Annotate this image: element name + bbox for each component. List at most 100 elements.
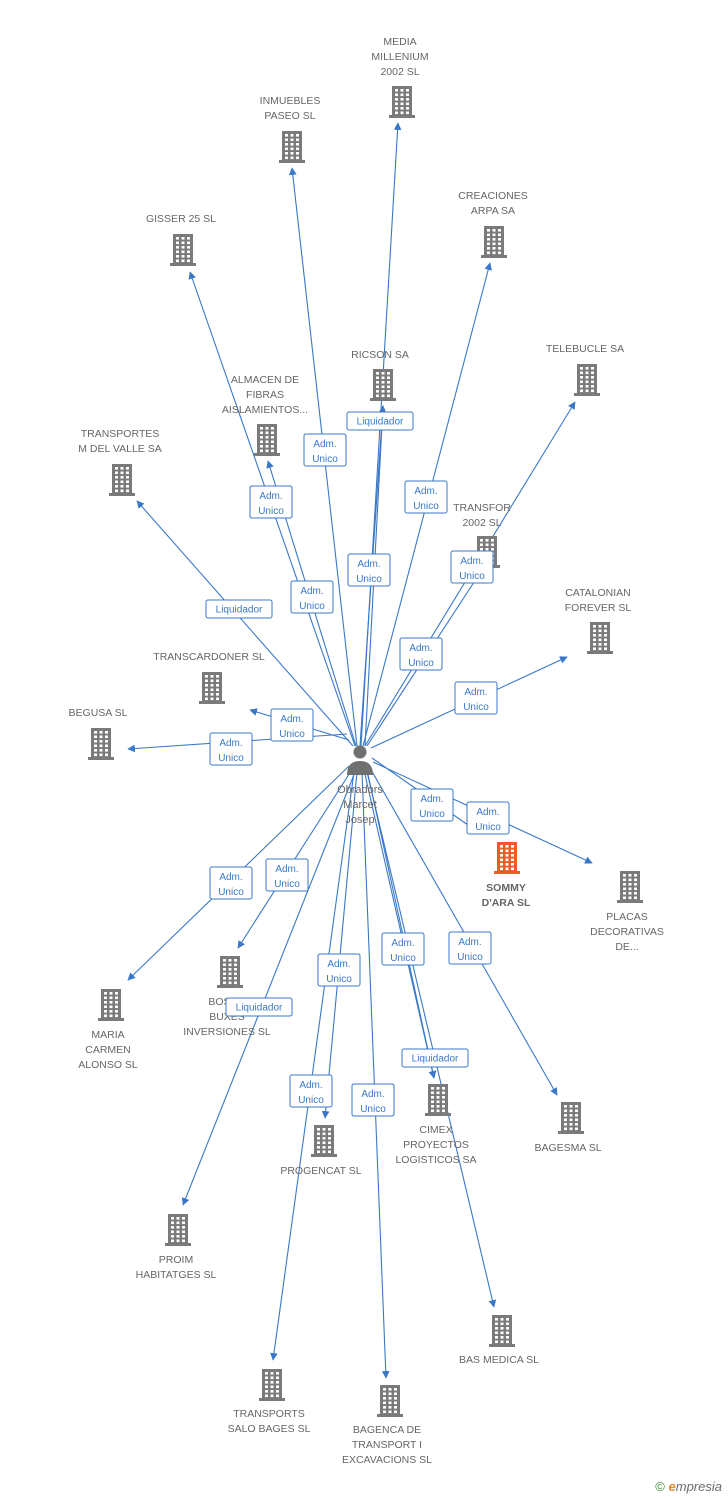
building-window xyxy=(500,1318,504,1321)
building-window xyxy=(387,394,390,398)
building-window xyxy=(276,1385,279,1389)
edge-label-bagenca[interactable]: Adm.Unico xyxy=(351,1083,395,1117)
building-window xyxy=(99,749,103,752)
node-gisser[interactable]: GISSER 25 SL xyxy=(146,213,216,266)
edge-label-inmuebles[interactable]: Adm.Unico xyxy=(303,433,347,467)
building-window xyxy=(181,241,185,245)
edge-label-transfor[interactable]: Adm.Unico xyxy=(399,637,443,671)
building-window xyxy=(395,107,398,110)
building-window xyxy=(442,1109,445,1113)
edge-label-placas[interactable]: Adm.Unico xyxy=(410,788,454,822)
edge-label-transportes[interactable]: Liquidador xyxy=(205,599,273,619)
edge-label-cimex[interactable]: Liquidador xyxy=(401,1048,469,1068)
building-window xyxy=(265,436,269,439)
building-window xyxy=(569,1118,573,1122)
edge-label-bagesma[interactable]: Adm.Unico xyxy=(448,931,492,965)
edge-label-text: Adm. xyxy=(219,872,242,883)
building-window xyxy=(109,1010,113,1013)
building-window xyxy=(285,143,288,146)
building-window xyxy=(505,854,509,857)
building-window xyxy=(511,867,514,871)
edge-label-media[interactable]: Adm.Unico xyxy=(347,553,391,587)
building-window xyxy=(120,476,124,479)
edge-label-text: Adm. xyxy=(414,486,437,497)
building-window xyxy=(506,1336,509,1339)
building-window xyxy=(290,143,294,146)
building-window xyxy=(593,629,596,633)
building-window xyxy=(223,968,226,971)
edge-label-catalonian[interactable]: Adm.Unico xyxy=(454,681,498,715)
node-placas[interactable]: PLACASDECORATIVASDE... xyxy=(590,871,664,953)
node-bosch[interactable]: BOSCHBUXESINVERSIONES SL xyxy=(183,956,271,1038)
building-window xyxy=(328,1128,331,1131)
node-label-transportes: TRANSPORTES xyxy=(81,428,160,440)
building-window xyxy=(271,445,274,448)
building-window xyxy=(216,693,219,696)
building-window xyxy=(394,1401,397,1405)
node-label-proim: PROIM xyxy=(159,1254,193,1266)
edge-label-creaciones[interactable]: Adm.Unico xyxy=(404,480,448,514)
node-begusa[interactable]: BEGUSA SL xyxy=(69,707,128,760)
edge-label-transports[interactable]: Adm.Unico xyxy=(289,1074,333,1108)
building-window xyxy=(276,1394,279,1398)
edge-label-ricson[interactable]: Liquidador xyxy=(346,411,414,431)
building-window xyxy=(569,1127,573,1131)
building-window xyxy=(94,753,97,757)
building-window xyxy=(109,1001,113,1004)
edge-label-almacen[interactable]: Adm.Unico xyxy=(270,708,314,742)
building-window xyxy=(492,233,496,237)
edge-label-proim[interactable]: Liquidador xyxy=(225,997,293,1017)
edge-label-progencat[interactable]: Adm.Unico xyxy=(317,953,361,987)
building-window xyxy=(431,1109,434,1113)
edge-label-begusa[interactable]: Adm.Unico xyxy=(209,732,253,766)
edge-label-telebucle[interactable]: Adm.Unico xyxy=(450,550,494,584)
edge-line-transportes xyxy=(136,500,354,747)
building-window xyxy=(115,467,118,470)
building-window xyxy=(265,449,269,453)
building-window xyxy=(171,1239,174,1243)
building-window xyxy=(634,878,637,882)
building-window xyxy=(564,1109,567,1113)
edge-label-ricson[interactable]: Adm.Unico xyxy=(290,580,334,614)
node-ricson[interactable]: RICSON SA xyxy=(351,349,409,401)
edge-label-sommy[interactable]: Adm.Unico xyxy=(466,801,510,835)
building-window xyxy=(628,887,632,891)
node-progencat[interactable]: PROGENCAT SL xyxy=(280,1125,362,1177)
node-label-sommy: SOMMY xyxy=(486,882,526,894)
building-window xyxy=(436,1096,440,1099)
edge-label-transcardoner[interactable]: Adm.Unico xyxy=(249,485,293,519)
building-window xyxy=(623,896,626,900)
node-basmedica[interactable]: BAS MEDICA SL xyxy=(459,1315,539,1366)
edge-label-bosch[interactable]: Adm.Unico xyxy=(265,858,309,892)
edge-label-text: Unico xyxy=(274,879,300,890)
node-transcardoner[interactable]: TRANSCARDONER SL xyxy=(153,651,265,704)
edge-label-text: Adm. xyxy=(313,439,336,450)
node-bagesma[interactable]: BAGESMA SL xyxy=(534,1102,602,1154)
building-window xyxy=(260,431,263,435)
node-almacen[interactable]: ALMACEN DEFIBRASAISLAMIENTOS... xyxy=(222,374,308,456)
building-window xyxy=(94,735,97,739)
building-window xyxy=(171,1221,174,1225)
building-window xyxy=(400,93,404,97)
edge-label-box xyxy=(209,866,253,900)
building-window xyxy=(228,977,232,980)
node-label-almacen: ALMACEN DE xyxy=(231,374,299,386)
node-label-bosch: INVERSIONES SL xyxy=(183,1026,271,1038)
building-window xyxy=(115,1010,118,1013)
node-telebucle[interactable]: TELEBUCLE SA xyxy=(546,343,624,396)
edge-label-cimex[interactable]: Adm.Unico xyxy=(381,932,425,966)
edge-label-maria[interactable]: Adm.Unico xyxy=(209,866,253,900)
building-base xyxy=(377,1414,403,1417)
